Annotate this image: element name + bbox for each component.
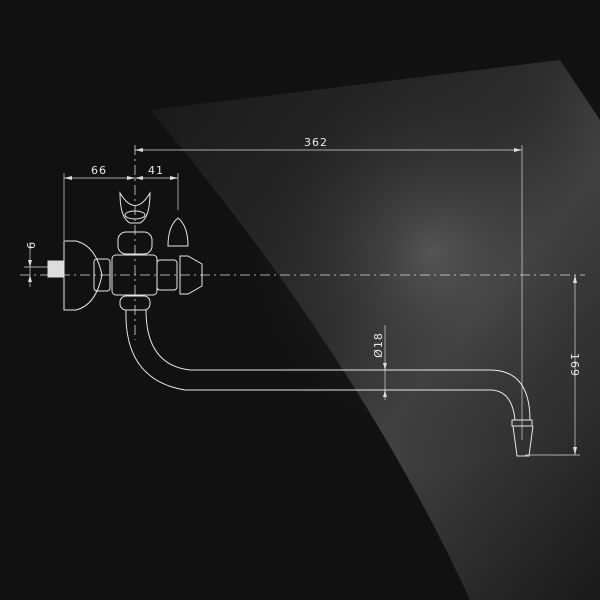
dimension-362: 362: [135, 136, 523, 440]
upper-nut: [117, 231, 153, 255]
dimension-66-41: 66 41: [63, 164, 179, 240]
spout-nozzle: [511, 419, 534, 457]
holder-ring: [124, 210, 146, 220]
nut-left: [93, 258, 111, 292]
cross-handle: [179, 255, 203, 295]
hand-shower-holder: [119, 191, 151, 224]
wall-flange: [63, 240, 103, 311]
faucet-outline: [47, 191, 534, 457]
lower-nut: [119, 295, 151, 311]
dimension-label-362: 362: [304, 136, 328, 149]
dimension-label-169: 169: [568, 353, 581, 377]
dimension-label-9: 9: [24, 242, 37, 250]
lever-knob: [167, 217, 189, 247]
dimension-label-diameter: Ø18: [372, 332, 385, 358]
spout: [125, 309, 531, 421]
nut-right: [156, 259, 178, 291]
dimension-label-41: 41: [148, 164, 164, 177]
dimension-169: 169: [525, 275, 581, 456]
dimension-label-66: 66: [91, 164, 107, 177]
inlet-thread: [47, 260, 65, 278]
